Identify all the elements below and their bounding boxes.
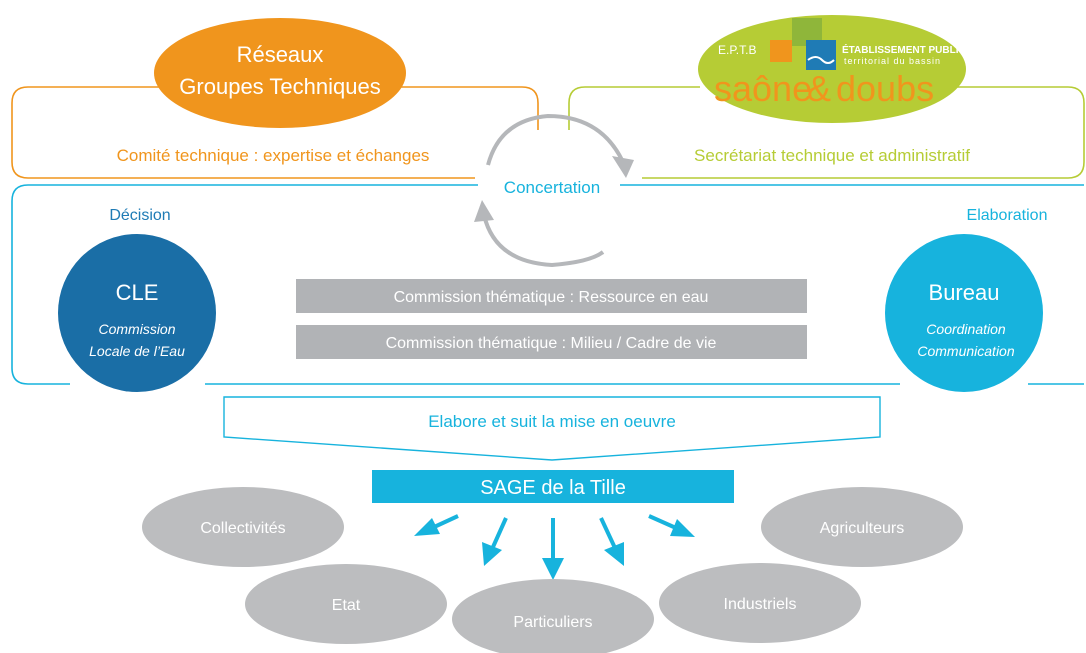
bureau-circle bbox=[885, 234, 1043, 392]
bureau-subtitle-line1: Coordination bbox=[926, 321, 1006, 337]
stakeholder-arrows bbox=[414, 514, 695, 580]
concertation-label: Concertation bbox=[504, 178, 600, 197]
etat-label: Etat bbox=[332, 597, 361, 614]
cle-circle bbox=[58, 234, 216, 392]
sage-label: SAGE de la Tille bbox=[480, 477, 626, 499]
particuliers-label: Particuliers bbox=[513, 614, 592, 631]
agriculteurs-label: Agriculteurs bbox=[820, 520, 904, 537]
logo-square-blue bbox=[806, 40, 836, 70]
elaboration-label: Elaboration bbox=[967, 207, 1048, 224]
arrow-to-industriels-icon bbox=[599, 517, 624, 566]
logo-wordmark-left: saône bbox=[714, 68, 812, 109]
collectivites-label: Collectivités bbox=[200, 520, 285, 537]
logo-org-line1: ÉTABLISSEMENT PUBLIC bbox=[842, 43, 966, 56]
cle-title: CLE bbox=[116, 280, 159, 305]
commission-bar-milieu bbox=[296, 325, 807, 359]
concertation-cycle: Concertation bbox=[474, 113, 634, 268]
commission-milieu-label: Commission thématique : Milieu / Cadre d… bbox=[386, 335, 717, 352]
logo-wordmark-amp: & bbox=[807, 68, 831, 109]
cycle-arrow-top bbox=[486, 113, 624, 166]
technical-committee-frame bbox=[11, 86, 539, 179]
logo-wordmark-right: doubs bbox=[836, 68, 934, 109]
arrow-to-agriculteurs-icon bbox=[648, 514, 695, 537]
implementation-arrow bbox=[223, 396, 881, 461]
commission-ressource-label: Commission thématique : Ressource en eau bbox=[394, 289, 709, 306]
industriels-ellipse bbox=[659, 563, 861, 643]
governance-frame bbox=[11, 184, 1084, 385]
logo-acronym: E.P.T.B bbox=[718, 43, 756, 57]
arrow-to-etat-icon bbox=[482, 517, 508, 566]
implementation-arrow-label: Elabore et suit la mise en oeuvre bbox=[428, 412, 676, 431]
logo-wave-icon bbox=[807, 56, 835, 64]
bureau-title: Bureau bbox=[929, 280, 1000, 305]
logo-org-line2: territorial du bassin bbox=[844, 56, 941, 66]
etat-ellipse bbox=[245, 564, 447, 644]
sage-bar bbox=[372, 470, 734, 503]
decision-label: Décision bbox=[109, 207, 170, 224]
logo-square-orange bbox=[770, 40, 792, 62]
cle-subtitle-line2: Locale de l’Eau bbox=[89, 343, 185, 359]
cle-subtitle-line1: Commission bbox=[98, 321, 175, 337]
arrow-to-particuliers-icon bbox=[542, 518, 564, 580]
bureau-subtitle-line2: Communication bbox=[917, 343, 1014, 359]
secretariat-caption: Secrétariat technique et administratif bbox=[694, 146, 970, 165]
industriels-label: Industriels bbox=[724, 596, 797, 613]
technical-committee-caption: Comité technique : expertise et échanges bbox=[117, 146, 430, 165]
arrow-to-collectivites-icon bbox=[414, 514, 459, 536]
networks-title-line1: Réseaux bbox=[237, 42, 324, 67]
cycle-arrow-bottom bbox=[482, 214, 605, 268]
particuliers-ellipse bbox=[452, 579, 654, 653]
commission-bar-ressource bbox=[296, 279, 807, 313]
networks-ellipse bbox=[154, 18, 406, 128]
secretariat-frame bbox=[568, 86, 1085, 179]
collectivites-ellipse bbox=[142, 487, 344, 567]
agriculteurs-ellipse bbox=[761, 487, 963, 567]
networks-title-line2: Groupes Techniques bbox=[179, 74, 380, 99]
cycle-arrowhead-top-icon bbox=[612, 156, 634, 178]
cycle-arrowhead-bottom-icon bbox=[474, 200, 494, 222]
eptb-logo: E.P.T.B ÉTABLISSEMENT PUBLIC territorial… bbox=[714, 18, 966, 109]
